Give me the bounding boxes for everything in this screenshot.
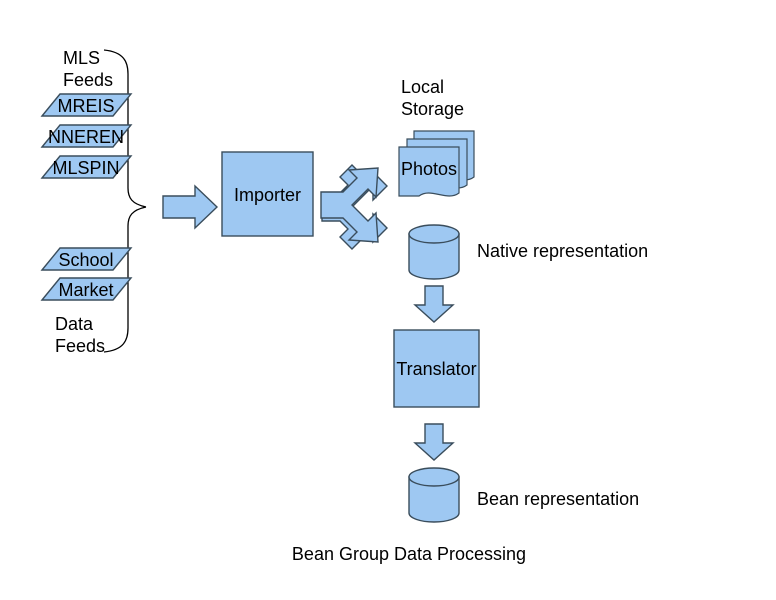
arrow-translator-to-bean <box>413 423 455 461</box>
datastore-bean-db-label: Bean representation <box>477 489 639 509</box>
process-node-translator[interactable]: Translator <box>393 329 480 408</box>
document-stack-photos-label: Photos <box>401 159 457 179</box>
feed-label-nneren: NNEREN <box>48 127 124 147</box>
feed-shape-mlspin[interactable] <box>40 155 133 179</box>
diagram-caption: Bean Group Data Processing <box>292 544 526 564</box>
storage-heading-line1: Local <box>401 77 444 97</box>
document-stack-photos[interactable]: Photos <box>398 130 475 197</box>
brace-data-feeds <box>103 206 147 353</box>
feed-label-mreis: MREIS <box>57 96 114 116</box>
group-label-data-feeds-line2: Feeds <box>55 336 105 356</box>
group-label-mls-feeds-line1: MLS <box>63 48 100 68</box>
split-arrow-geometry <box>320 167 379 243</box>
group-label-data-feeds-line1: Data <box>55 314 94 334</box>
storage-heading-line2: Storage <box>401 99 464 119</box>
feed-shape-mreis[interactable] <box>40 93 133 117</box>
feed-label-mlspin: MLSPIN <box>52 158 119 178</box>
group-label-mls-feeds-line2: Feeds <box>63 70 113 90</box>
arrow-native-to-translator <box>413 285 455 323</box>
feed-shape-nneren[interactable] <box>40 124 133 148</box>
brace-mls-feeds <box>103 49 147 208</box>
process-node-importer[interactable]: Importer <box>221 151 314 237</box>
feed-shape-market[interactable] <box>40 277 133 301</box>
datastore-native-db[interactable] <box>408 224 460 280</box>
process-node-importer-label: Importer <box>234 185 301 205</box>
arrow-feeds-to-importer <box>162 184 219 230</box>
datastore-bean-db[interactable] <box>408 467 460 523</box>
feed-label-market: Market <box>58 280 113 300</box>
feed-label-school: School <box>58 250 113 270</box>
datastore-native-db-label: Native representation <box>477 241 648 261</box>
process-node-translator-label: Translator <box>396 359 476 379</box>
feed-shape-school[interactable] <box>40 247 133 271</box>
